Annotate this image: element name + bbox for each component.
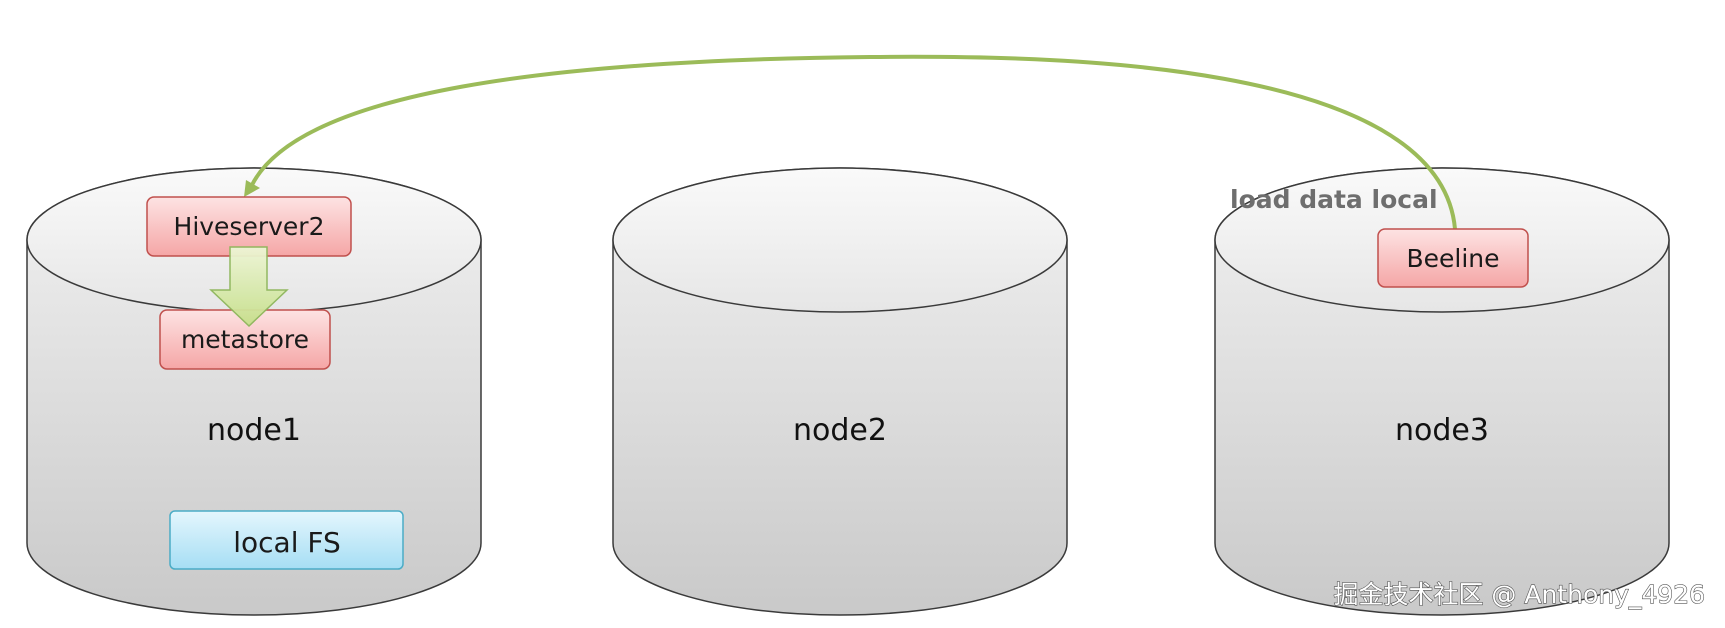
- connection-arrowhead: [244, 180, 260, 197]
- hiveserver2-label: Hiveserver2: [174, 212, 325, 241]
- node2-cylinder: [612, 167, 1068, 616]
- node2-label: node2: [793, 413, 887, 448]
- node3-label: node3: [1395, 413, 1489, 448]
- connection-label: load data local: [1230, 185, 1438, 214]
- local-fs-box: local FS: [169, 510, 404, 570]
- beeline-box: Beeline: [1377, 228, 1529, 288]
- hiveserver2-box: Hiveserver2: [146, 196, 352, 257]
- node1-cylinder: [26, 167, 482, 616]
- beeline-label: Beeline: [1406, 244, 1499, 273]
- local-fs-label: local FS: [233, 526, 341, 559]
- connection-curve: [250, 54, 1457, 230]
- node1-label: node1: [207, 413, 301, 448]
- down-arrow-icon: [209, 246, 289, 328]
- metastore-label: metastore: [181, 325, 309, 354]
- watermark: 掘金技术社区 @ Anthony_4926: [1333, 580, 1705, 609]
